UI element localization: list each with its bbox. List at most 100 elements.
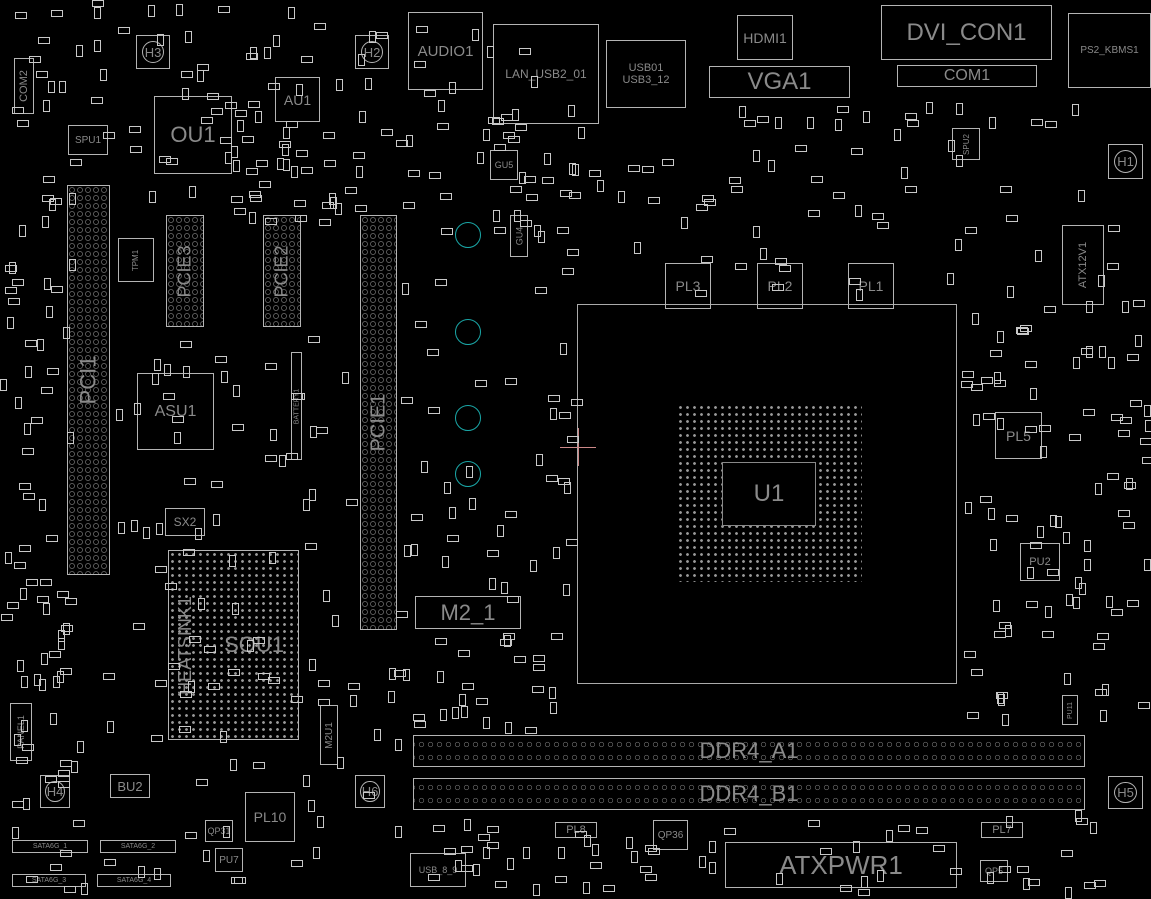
smd-component[interactable] xyxy=(38,499,46,512)
smd-component[interactable] xyxy=(288,7,296,20)
smd-component[interactable] xyxy=(138,865,146,878)
smd-component[interactable] xyxy=(1086,345,1094,358)
smd-component[interactable] xyxy=(58,638,66,651)
smd-component[interactable] xyxy=(432,825,445,833)
smd-component[interactable] xyxy=(512,109,520,122)
mounting-hole[interactable]: H4 xyxy=(40,775,70,808)
smd-component[interactable] xyxy=(263,47,271,60)
smd-component[interactable] xyxy=(20,675,28,688)
smd-component[interactable] xyxy=(771,284,784,292)
smd-component[interactable] xyxy=(357,53,365,66)
smd-component[interactable] xyxy=(1045,606,1053,619)
smd-component[interactable] xyxy=(505,721,513,734)
smd-component[interactable] xyxy=(314,23,327,31)
smd-component[interactable] xyxy=(24,365,32,378)
smd-component[interactable] xyxy=(336,756,344,769)
smd-component[interactable] xyxy=(300,55,313,63)
inductor-pl2[interactable]: PL2 xyxy=(757,263,803,309)
smd-component[interactable] xyxy=(808,209,821,217)
smd-component[interactable] xyxy=(948,140,956,153)
smd-component[interactable] xyxy=(514,210,522,223)
smd-component[interactable] xyxy=(695,204,708,212)
smd-component[interactable] xyxy=(530,559,538,572)
smd-component[interactable] xyxy=(322,589,330,602)
smd-component[interactable] xyxy=(201,117,214,125)
smd-component[interactable] xyxy=(222,826,230,839)
smd-component[interactable] xyxy=(571,399,584,407)
smd-component[interactable] xyxy=(849,278,862,286)
smd-component[interactable] xyxy=(460,846,473,854)
smd-component[interactable] xyxy=(1054,516,1062,529)
smd-component[interactable] xyxy=(14,733,22,746)
smd-component[interactable] xyxy=(647,196,660,204)
smd-component[interactable] xyxy=(68,193,76,206)
smd-component[interactable] xyxy=(1106,472,1119,480)
chip-pu11[interactable]: PU11 xyxy=(1062,695,1078,725)
smd-component[interactable] xyxy=(279,455,287,468)
smd-component[interactable] xyxy=(73,819,86,827)
smd-component[interactable] xyxy=(561,268,574,276)
smd-component[interactable] xyxy=(877,870,885,883)
mounting-hole[interactable]: H1 xyxy=(1108,144,1143,179)
smd-component[interactable] xyxy=(321,202,334,210)
smd-component[interactable] xyxy=(308,489,316,502)
smd-component[interactable] xyxy=(956,155,964,168)
atx12v-connector[interactable]: ATX12V1 xyxy=(1062,225,1104,305)
smd-component[interactable] xyxy=(1044,121,1057,129)
smd-component[interactable] xyxy=(933,844,946,852)
smd-component[interactable] xyxy=(853,841,861,854)
smd-component[interactable] xyxy=(220,137,233,145)
smd-component[interactable] xyxy=(1007,286,1015,299)
smd-component[interactable] xyxy=(1024,360,1037,368)
smd-component[interactable] xyxy=(451,706,459,719)
smd-component[interactable] xyxy=(995,691,1008,699)
smd-component[interactable] xyxy=(1072,356,1080,369)
smd-component[interactable] xyxy=(893,128,901,141)
smd-component[interactable] xyxy=(835,118,843,131)
smd-component[interactable] xyxy=(548,687,556,700)
smd-component[interactable] xyxy=(354,204,367,212)
smd-component[interactable] xyxy=(592,843,600,856)
smd-component[interactable] xyxy=(129,146,142,154)
smd-component[interactable] xyxy=(106,720,114,733)
smd-component[interactable] xyxy=(562,583,570,596)
smd-component[interactable] xyxy=(81,883,89,896)
smd-component[interactable] xyxy=(998,693,1006,706)
smd-component[interactable] xyxy=(184,477,197,485)
smd-component[interactable] xyxy=(541,177,554,185)
smd-component[interactable] xyxy=(760,247,768,260)
smd-component[interactable] xyxy=(58,780,70,788)
pcie-slot-2[interactable]: PCIE2 xyxy=(263,215,301,327)
smd-component[interactable] xyxy=(348,683,361,691)
smd-component[interactable] xyxy=(904,186,917,194)
smd-component[interactable] xyxy=(767,159,775,172)
smd-component[interactable] xyxy=(506,595,519,603)
smd-component[interactable] xyxy=(483,129,491,142)
smd-component[interactable] xyxy=(1107,224,1120,232)
smd-component[interactable] xyxy=(1046,568,1059,576)
smd-component[interactable] xyxy=(411,513,424,521)
smd-component[interactable] xyxy=(482,717,490,730)
smd-component[interactable] xyxy=(189,186,197,199)
smd-component[interactable] xyxy=(342,372,350,385)
smd-component[interactable] xyxy=(1083,558,1091,571)
smd-component[interactable] xyxy=(395,139,408,147)
smd-component[interactable] xyxy=(569,192,582,200)
smd-component[interactable] xyxy=(218,6,231,14)
smd-component[interactable] xyxy=(171,415,184,423)
smd-component[interactable] xyxy=(224,151,232,164)
inductor-pl3[interactable]: PL3 xyxy=(665,263,711,309)
smd-component[interactable] xyxy=(449,506,457,519)
smd-component[interactable] xyxy=(248,101,261,109)
capacitor-icon[interactable] xyxy=(455,222,481,248)
smd-component[interactable] xyxy=(45,306,53,319)
smd-component[interactable] xyxy=(1137,701,1150,709)
smd-component[interactable] xyxy=(560,190,572,198)
smd-component[interactable] xyxy=(39,579,52,587)
smd-component[interactable] xyxy=(753,226,761,239)
smd-component[interactable] xyxy=(964,226,977,234)
smd-component[interactable] xyxy=(256,160,269,168)
smd-component[interactable] xyxy=(500,581,508,594)
smd-component[interactable] xyxy=(1093,879,1106,887)
smd-component[interactable] xyxy=(102,131,115,139)
